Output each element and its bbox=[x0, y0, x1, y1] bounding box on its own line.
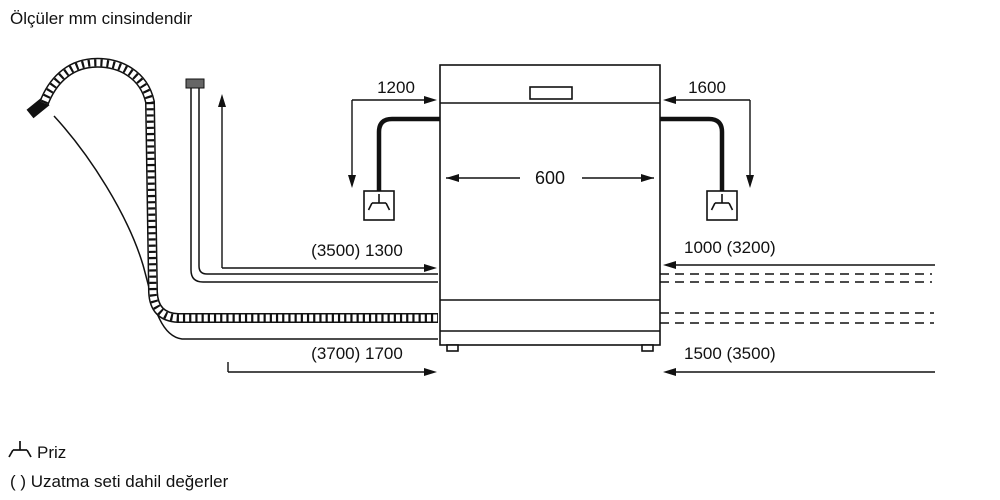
dishwasher bbox=[439, 64, 661, 352]
dashed-pipes-right bbox=[660, 273, 934, 324]
dim-width-label: 600 bbox=[535, 168, 565, 188]
dim-cable-left-label: 1200 bbox=[377, 78, 415, 97]
dim-drain-left: (3700) 1700 bbox=[227, 344, 437, 376]
dim-drain-right: 1500 (3500) bbox=[663, 344, 935, 376]
dim-inlet-left-label: (3500) 1300 bbox=[311, 241, 403, 260]
dim-cable-right-label: 1600 bbox=[688, 78, 726, 97]
dishwasher-body bbox=[439, 64, 661, 346]
socket-icon bbox=[8, 441, 32, 458]
dim-inlet-left: (3500) 1300 bbox=[218, 94, 437, 272]
socket-icon bbox=[710, 194, 734, 211]
power-cord-curve bbox=[53, 115, 438, 340]
drain-hose bbox=[26, 57, 438, 323]
supply-pipe bbox=[185, 78, 438, 283]
page-title: Ölçüler mm cinsindendir bbox=[10, 9, 193, 28]
socket-box-right bbox=[706, 190, 738, 221]
power-cable-right bbox=[660, 116, 725, 191]
dim-inlet-right-label: 1000 (3200) bbox=[684, 238, 776, 257]
dim-cable-left: 1200 bbox=[348, 78, 437, 188]
power-cable-left bbox=[376, 116, 440, 191]
legend: Priz ( ) Uzatma seti dahil değerler bbox=[8, 441, 229, 491]
leg-right bbox=[641, 344, 654, 352]
dim-drain-left-label: (3700) 1700 bbox=[311, 344, 403, 363]
dim-drain-right-label: 1500 (3500) bbox=[684, 344, 776, 363]
dim-inlet-right: 1000 (3200) bbox=[663, 238, 935, 269]
socket-icon bbox=[367, 194, 391, 211]
dim-cable-right: 1600 bbox=[663, 78, 754, 188]
leg-left bbox=[446, 344, 459, 352]
faucet-cap bbox=[185, 78, 205, 89]
legend-note: ( ) Uzatma seti dahil değerler bbox=[10, 472, 229, 491]
legend-socket-label: Priz bbox=[37, 443, 66, 462]
dim-width: 600 bbox=[446, 168, 654, 188]
socket-box-left bbox=[363, 190, 395, 221]
hose-connector bbox=[26, 96, 50, 119]
control-panel bbox=[529, 86, 573, 100]
